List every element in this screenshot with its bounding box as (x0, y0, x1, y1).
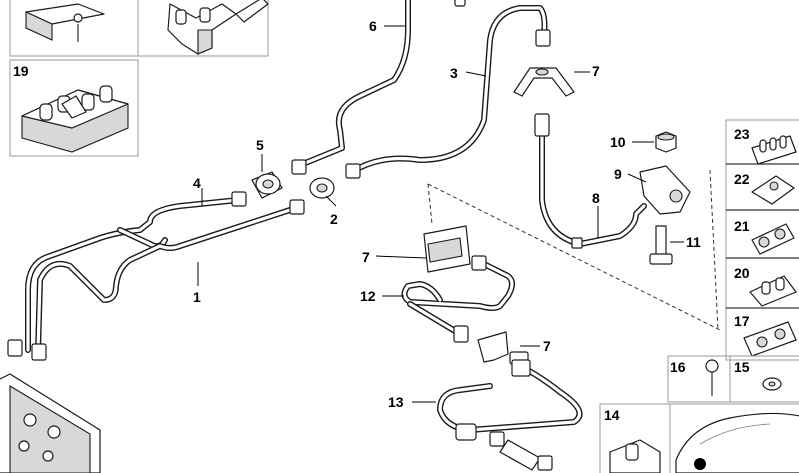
callout-3: 3 (450, 65, 458, 81)
callout-22: 22 (734, 171, 750, 187)
clip-20 (749, 275, 797, 307)
brake-line-12 (401, 255, 515, 343)
vehicle-location-box (669, 403, 799, 473)
clip-box-top-left (9, 0, 139, 57)
abs-unit (0, 373, 101, 473)
callout-14: 14 (604, 407, 620, 423)
callout-21: 21 (734, 218, 750, 234)
callout-23: 23 (734, 126, 750, 142)
leader-lines (197, 25, 684, 403)
callout-6: 6 (369, 18, 377, 34)
bolt-11 (649, 225, 673, 265)
callout-19: 19 (13, 63, 29, 79)
callout-17: 17 (734, 313, 750, 329)
clip-22 (751, 175, 795, 205)
callout-10: 10 (610, 134, 626, 150)
connector-5 (251, 171, 283, 199)
callout-9: 9 (614, 166, 622, 182)
callout-5: 5 (256, 137, 264, 153)
brake-line-3 (345, 5, 551, 179)
callout-11: 11 (686, 234, 701, 250)
clip-23 (751, 135, 797, 165)
part-box-14 (599, 403, 671, 473)
connector-2 (309, 177, 335, 199)
right-part-column (725, 119, 799, 361)
part-box-15 (729, 355, 799, 403)
assembly-outline (427, 169, 721, 331)
callout-4: 4 (193, 175, 201, 191)
bracket-9 (639, 165, 691, 215)
brake-line-pair-left (7, 191, 305, 361)
brake-hose-8 (534, 113, 647, 249)
bracket-7-lower (477, 331, 529, 365)
nut-10 (655, 131, 677, 153)
callout-13: 13 (388, 394, 404, 410)
clip-17 (743, 321, 797, 357)
callout-12: 12 (360, 288, 376, 304)
brake-hose-13 (437, 359, 583, 471)
callout-15: 15 (734, 359, 750, 375)
callout-20: 20 (734, 265, 750, 281)
bracket-7-middle (423, 225, 471, 273)
callout-16: 16 (670, 359, 686, 375)
clip-box-top-middle (137, 0, 269, 57)
callout-8: 8 (592, 190, 600, 206)
callout-2: 2 (330, 211, 338, 227)
brake-line-6 (291, 0, 466, 175)
callout-7-top: 7 (592, 63, 600, 79)
clip-box-19: 19 (9, 59, 139, 157)
callout-1: 1 (193, 289, 201, 305)
clip-21 (751, 223, 795, 255)
callout-7-middle: 7 (362, 249, 370, 265)
callout-7-lower: 7 (543, 338, 551, 354)
bracket-7-top (513, 67, 575, 97)
